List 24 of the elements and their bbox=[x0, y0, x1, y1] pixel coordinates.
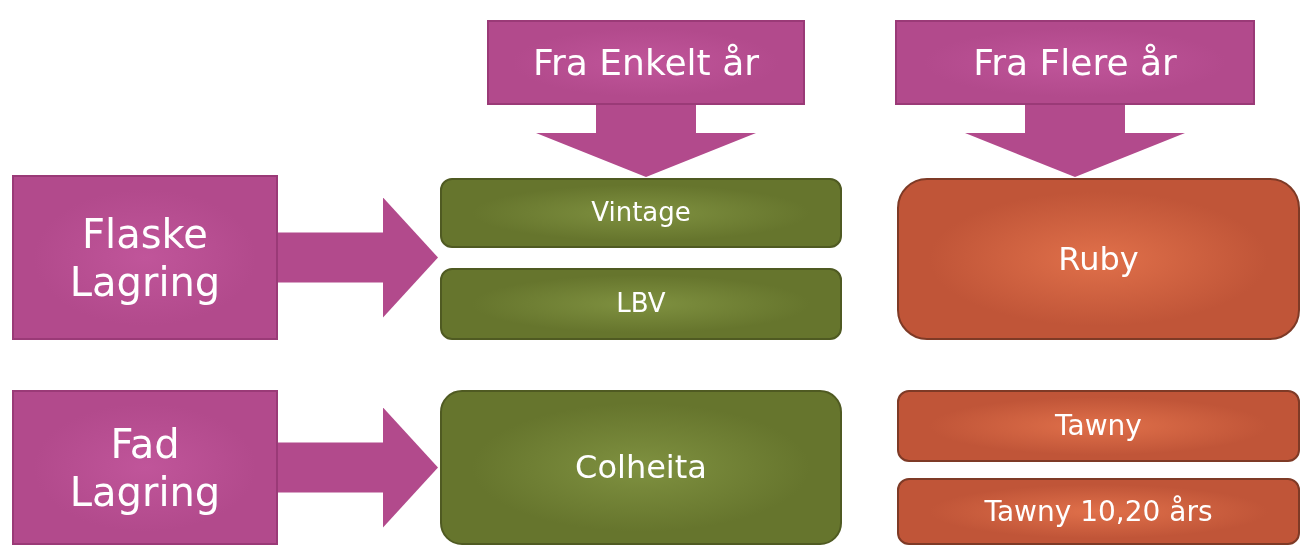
wine-box bbox=[440, 268, 842, 340]
category-box bbox=[487, 20, 805, 105]
wine-box bbox=[440, 178, 842, 248]
box-label: Ruby bbox=[1058, 239, 1139, 279]
wine-box bbox=[897, 178, 1300, 340]
wine-box bbox=[897, 390, 1300, 462]
box-label: Fad Lagring bbox=[68, 419, 222, 516]
box-label: Tawny 10,20 års bbox=[984, 494, 1213, 529]
wine-box bbox=[440, 390, 842, 545]
block-arrow bbox=[278, 197, 438, 318]
block-arrow bbox=[965, 105, 1185, 177]
box-label: Flaske Lagring bbox=[68, 209, 222, 306]
category-box bbox=[895, 20, 1255, 105]
category-box bbox=[12, 390, 278, 545]
box-label: Fra Enkelt år bbox=[532, 40, 760, 85]
block-arrow bbox=[536, 105, 756, 177]
category-box bbox=[12, 175, 278, 340]
box-label: LBV bbox=[616, 288, 666, 320]
box-label: Vintage bbox=[591, 197, 691, 229]
block-arrow bbox=[278, 407, 438, 528]
box-label: Colheita bbox=[575, 448, 707, 487]
wine-box bbox=[897, 478, 1300, 545]
box-label: Fra Flere år bbox=[973, 40, 1177, 85]
box-label: Tawny bbox=[1055, 409, 1142, 443]
